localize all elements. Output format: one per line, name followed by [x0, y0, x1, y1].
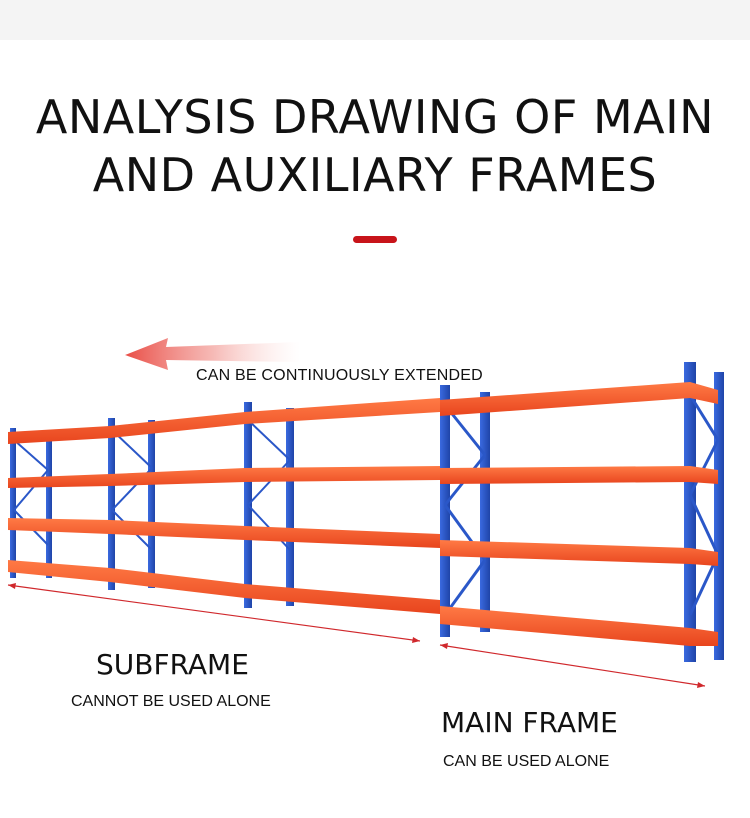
top-band	[0, 0, 750, 40]
left-arrow-icon	[125, 338, 300, 370]
title-line-1: ANALYSIS DRAWING OF MAIN	[35, 90, 715, 144]
shelving-illustration	[7, 338, 724, 688]
extend-label: CAN BE CONTINUOUSLY EXTENDED	[196, 367, 483, 384]
main-frame-shelf	[440, 362, 724, 662]
subframe-title: SUBFRAME	[96, 648, 249, 681]
title-line-2: AND AUXILIARY FRAMES	[92, 148, 658, 202]
main-frame-dimension-line	[439, 643, 706, 688]
main-frame-title: MAIN FRAME	[441, 706, 618, 739]
subframe-shelves	[8, 398, 440, 614]
subframe-dimension-line	[7, 583, 421, 643]
subframe-note: CANNOT BE USED ALONE	[71, 693, 271, 710]
page-title: ANALYSIS DRAWING OF MAIN AND AUXILIARY F…	[0, 88, 750, 204]
accent-divider	[353, 236, 397, 243]
main-frame-note: CAN BE USED ALONE	[443, 753, 610, 770]
